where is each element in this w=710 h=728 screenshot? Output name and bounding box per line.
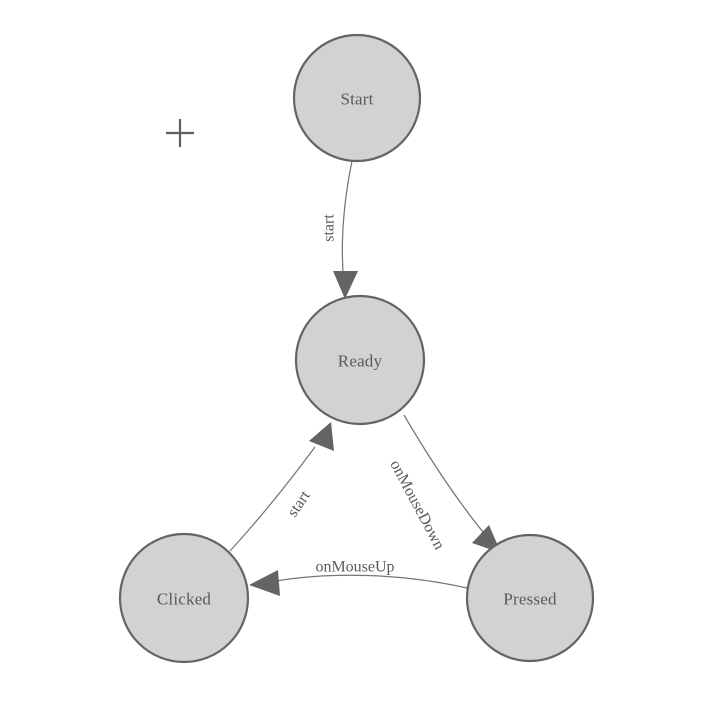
edge-start-to-ready[interactable]: start xyxy=(321,160,359,299)
node-label-clicked: Clicked xyxy=(157,590,212,609)
node-label-pressed: Pressed xyxy=(503,590,557,609)
node-circle-pressed xyxy=(465,533,595,663)
node-clicked[interactable]: Clicked xyxy=(118,532,250,664)
node-ready[interactable]: Ready xyxy=(294,294,426,426)
edge-pressed-to-clicked[interactable]: onMouseUp xyxy=(249,559,468,597)
arrow-head-clicked-to-ready xyxy=(309,422,334,451)
node-start[interactable]: Start xyxy=(292,33,422,163)
edge-label-clicked-to-ready: start xyxy=(284,487,314,520)
arrow-head-pressed-to-clicked xyxy=(249,570,280,596)
edge-path-pressed-to-clicked xyxy=(275,574,468,589)
edge-label-start-to-ready: start xyxy=(321,214,338,242)
edge-path-start-to-ready xyxy=(341,160,353,286)
node-pressed[interactable]: Pressed xyxy=(465,533,595,663)
edge-label-pressed-to-clicked: onMouseUp xyxy=(315,559,394,576)
node-circle-start xyxy=(292,33,422,163)
arrow-head-start-to-ready xyxy=(333,271,358,299)
node-label-start: Start xyxy=(340,90,373,109)
edge-ready-to-pressed[interactable]: onMouseDown xyxy=(386,414,501,553)
crosshair-plus-icon[interactable] xyxy=(166,119,194,147)
edge-clicked-to-ready[interactable]: start xyxy=(229,422,334,552)
edge-path-clicked-to-ready xyxy=(229,446,316,552)
edge-path-ready-to-pressed xyxy=(403,414,493,544)
node-circle-ready xyxy=(294,294,426,426)
node-circle-clicked xyxy=(118,532,250,664)
node-label-ready: Ready xyxy=(338,352,383,371)
